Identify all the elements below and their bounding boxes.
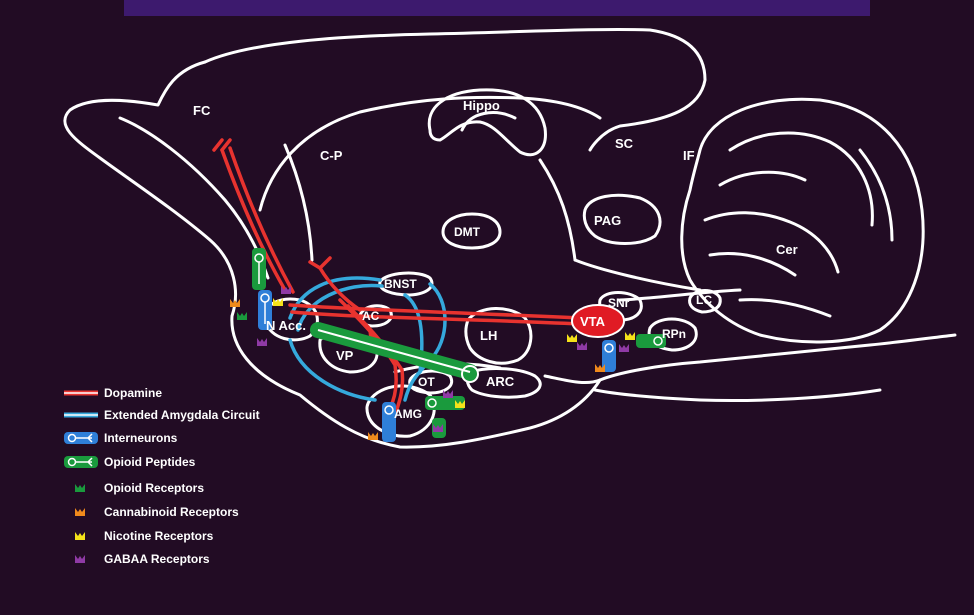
cortex-outline [205, 29, 705, 150]
legend-item-dopamine: Dopamine [64, 386, 162, 400]
opioid-receptor-icon [75, 484, 85, 492]
label-if: IF [683, 148, 695, 163]
legend-item-gaba-receptors: GABAA Receptors [75, 552, 210, 566]
label-nacc: N Acc. [266, 318, 306, 333]
label-vp: VP [336, 348, 354, 363]
label-dmt: DMT [454, 225, 481, 239]
label-ac: AC [362, 309, 380, 323]
label-amg: AMG [394, 407, 422, 421]
legend-item-nicotine-receptors: Nicotine Receptors [75, 529, 214, 543]
label-lh: LH [480, 328, 497, 343]
legend: Dopamine Extended Amygdala Circuit Inter… [64, 386, 260, 566]
legend-item-cannabinoid-receptors: Cannabinoid Receptors [75, 505, 239, 519]
legend-item-opioid-receptors: Opioid Receptors [75, 481, 204, 495]
legend-label-gaba-receptors: GABAA Receptors [104, 552, 210, 566]
legend-label-amygdala: Extended Amygdala Circuit [104, 408, 260, 422]
label-bnst: BNST [384, 277, 417, 291]
label-arc: ARC [486, 374, 515, 389]
legend-label-cannabinoid-receptors: Cannabinoid Receptors [104, 505, 239, 519]
nicotine-receptor-icon [75, 532, 85, 540]
label-cp: C-P [320, 148, 343, 163]
label-sc: SC [615, 136, 634, 151]
legend-label-opioid-receptors: Opioid Receptors [104, 481, 204, 495]
label-pag: PAG [594, 213, 621, 228]
legend-label-interneurons: Interneurons [104, 431, 178, 445]
legend-label-dopamine: Dopamine [104, 386, 162, 400]
legend-item-amygdala: Extended Amygdala Circuit [64, 408, 260, 422]
label-snr: SNr [608, 296, 630, 310]
label-vta: VTA [580, 314, 606, 329]
gaba-receptor-icon [75, 555, 85, 563]
label-lc: LC [696, 293, 712, 307]
region-labels: FC Hippo C-P SC IF DMT PAG Cer BNST AC N… [193, 98, 798, 421]
label-cer: Cer [776, 242, 798, 257]
legend-label-opioid-peptides: Opioid Peptides [104, 455, 196, 469]
label-fc: FC [193, 103, 211, 118]
legend-item-interneurons: Interneurons [64, 431, 178, 445]
legend-item-opioid-peptides: Opioid Peptides [64, 455, 196, 469]
label-rpn: RPn [662, 327, 686, 341]
cannabinoid-receptor-icon [75, 508, 85, 516]
legend-label-nicotine-receptors: Nicotine Receptors [104, 529, 214, 543]
label-hippo: Hippo [463, 98, 500, 113]
label-ot: OT [418, 375, 435, 389]
